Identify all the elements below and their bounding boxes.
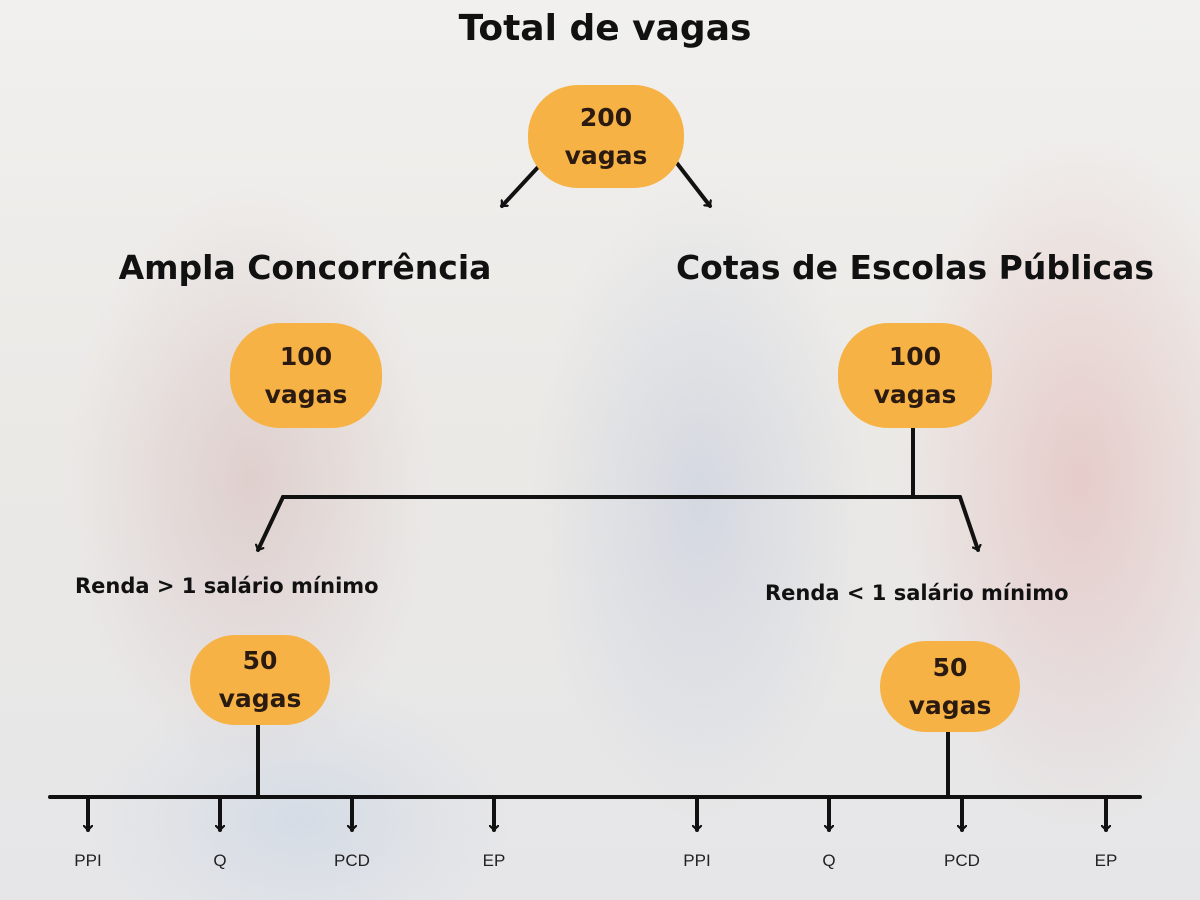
cotas-pill: 100 vagas bbox=[838, 323, 992, 428]
renda-alta-number: 50 bbox=[242, 646, 278, 675]
ampla-heading: Ampla Concorrência bbox=[118, 248, 492, 287]
renda-alta-pill: 50 vagas bbox=[190, 635, 330, 725]
renda-baixa-unit: vagas bbox=[908, 690, 992, 720]
total-unit: vagas bbox=[564, 140, 648, 170]
cotas-heading: Cotas de Escolas Públicas bbox=[675, 248, 1155, 287]
arrow-to-renda-alta bbox=[258, 495, 285, 552]
category-label: Q bbox=[213, 851, 227, 870]
renda-baixa-pill: 50 vagas bbox=[880, 641, 1020, 732]
arrow-to-renda-baixa bbox=[958, 495, 978, 552]
category-label: PPI bbox=[74, 851, 102, 870]
category-label: EP bbox=[482, 851, 506, 870]
renda-alta-label: Renda > 1 salário mínimo bbox=[75, 574, 379, 598]
category-label: PPI bbox=[683, 851, 711, 870]
ampla-unit: vagas bbox=[264, 379, 348, 409]
page-title: Total de vagas bbox=[458, 8, 752, 49]
renda-baixa-label: Renda < 1 salário mínimo bbox=[765, 581, 1069, 605]
total-number: 200 bbox=[579, 102, 633, 132]
ampla-number: 100 bbox=[279, 341, 333, 371]
renda-alta-unit: vagas bbox=[218, 684, 302, 713]
cotas-branch-line bbox=[281, 426, 962, 499]
cotas-number: 100 bbox=[888, 341, 942, 371]
category-label: PCD bbox=[334, 851, 370, 870]
total-vagas-pill: 200 vagas bbox=[528, 85, 684, 188]
category-label: PCD bbox=[944, 851, 980, 870]
arrow-to-ampla bbox=[500, 163, 542, 208]
category-label: EP bbox=[1094, 851, 1118, 870]
category-label: Q bbox=[822, 851, 836, 870]
cotas-unit: vagas bbox=[873, 379, 957, 409]
ampla-pill: 100 vagas bbox=[230, 323, 382, 428]
arrow-to-cotas bbox=[674, 160, 712, 208]
renda-baixa-number: 50 bbox=[932, 652, 968, 682]
